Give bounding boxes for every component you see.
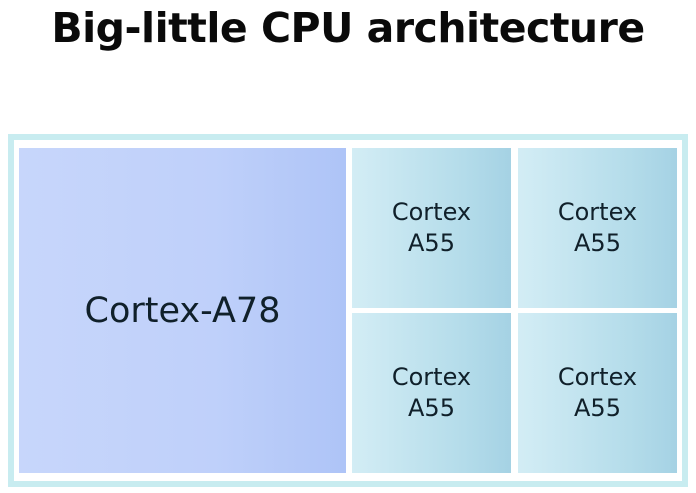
big-core-block: Cortex-A78 <box>19 148 346 473</box>
little-core-label-line1: Cortex <box>391 363 472 391</box>
little-core-label-line2: A55 <box>408 229 455 257</box>
little-core-label-line1: Cortex <box>391 198 472 226</box>
little-core-label-line2: A55 <box>408 394 455 422</box>
little-core-label-line1: Cortex <box>557 198 638 226</box>
little-core-label-line2: A55 <box>574 229 621 257</box>
little-core-label-line2: A55 <box>574 394 621 422</box>
little-core-label-line1: Cortex <box>557 363 638 391</box>
diagram-title: Big-little CPU architecture <box>51 4 645 52</box>
big-core-label: Cortex-A78 <box>84 290 281 331</box>
